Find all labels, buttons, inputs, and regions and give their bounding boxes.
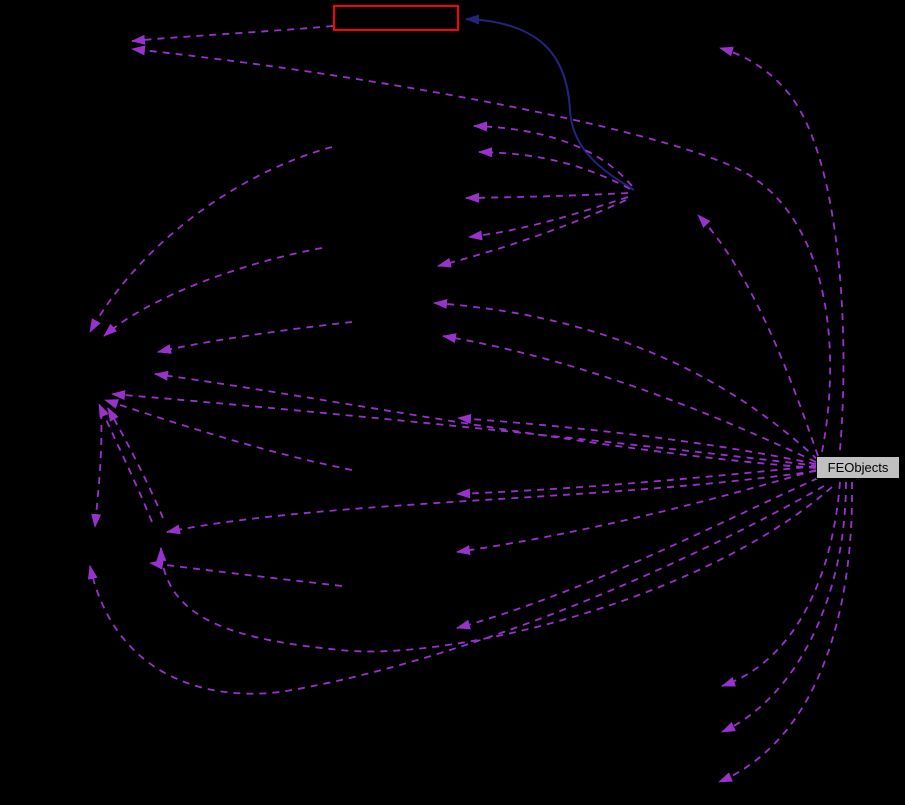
edge-lower-to-leftmid-a bbox=[98, 403, 153, 523]
edge-feobjects-bottomloop-to-leftbottom bbox=[87, 485, 825, 695]
edge-hub-to-mid-4 bbox=[468, 196, 629, 241]
edge-feobjects-to-topright bbox=[719, 46, 845, 451]
edge-feobjects-to-mid-7 bbox=[442, 333, 817, 463]
edge-feobjects-to-mid-6 bbox=[433, 298, 819, 461]
edge-hub-to-mid-3 bbox=[465, 192, 629, 203]
highlighted-class-node[interactable] bbox=[333, 5, 459, 31]
edge-hub-to-mid-1 bbox=[473, 121, 633, 187]
edge-feobjects-to-bottomright-3 bbox=[718, 481, 853, 783]
edge-feobjects-to-hub bbox=[697, 214, 819, 457]
edge-hub-to-mid-5 bbox=[437, 199, 627, 268]
feobjects-node[interactable]: FEObjects bbox=[816, 456, 900, 479]
edge-rise-to-leftmid bbox=[104, 399, 353, 471]
edge-highlight-to-topleft bbox=[131, 25, 334, 45]
edge-feobjects-to-lowercluster bbox=[166, 470, 817, 535]
edge-feobjects-to-mid-8 bbox=[457, 413, 817, 465]
edge-feobjects-to-mid-9 bbox=[456, 465, 817, 499]
edge-group bbox=[87, 14, 853, 783]
edge-hub-to-mid-2 bbox=[478, 147, 631, 190]
edge-feobjects-to-leftmid bbox=[111, 390, 819, 467]
edge-feobjects-to-mid-11 bbox=[456, 477, 819, 630]
inheritance-edge-hub-to-highlight bbox=[465, 14, 635, 191]
edge-leftmid-to-leftbottom bbox=[91, 411, 103, 528]
edge-feobjects-to-left-2 bbox=[154, 370, 817, 469]
edge-right-to-leftbottom bbox=[149, 559, 343, 587]
edge-mid-to-left-1 bbox=[157, 321, 353, 354]
edge-feobjects-to-bottomright-1 bbox=[721, 481, 841, 687]
edge-feobjects-bottomloop-to-lowercluster bbox=[156, 486, 833, 653]
edge-mid-to-left-upper-1 bbox=[89, 146, 333, 333]
edge-mid-to-left-upper-2 bbox=[103, 247, 323, 337]
edge-lower-to-leftmid-b bbox=[107, 407, 164, 519]
edge-feobjects-to-mid-10 bbox=[456, 469, 817, 556]
edge-feobjects-to-topleft bbox=[131, 45, 831, 453]
edge-feobjects-to-bottomright-2 bbox=[721, 481, 847, 733]
